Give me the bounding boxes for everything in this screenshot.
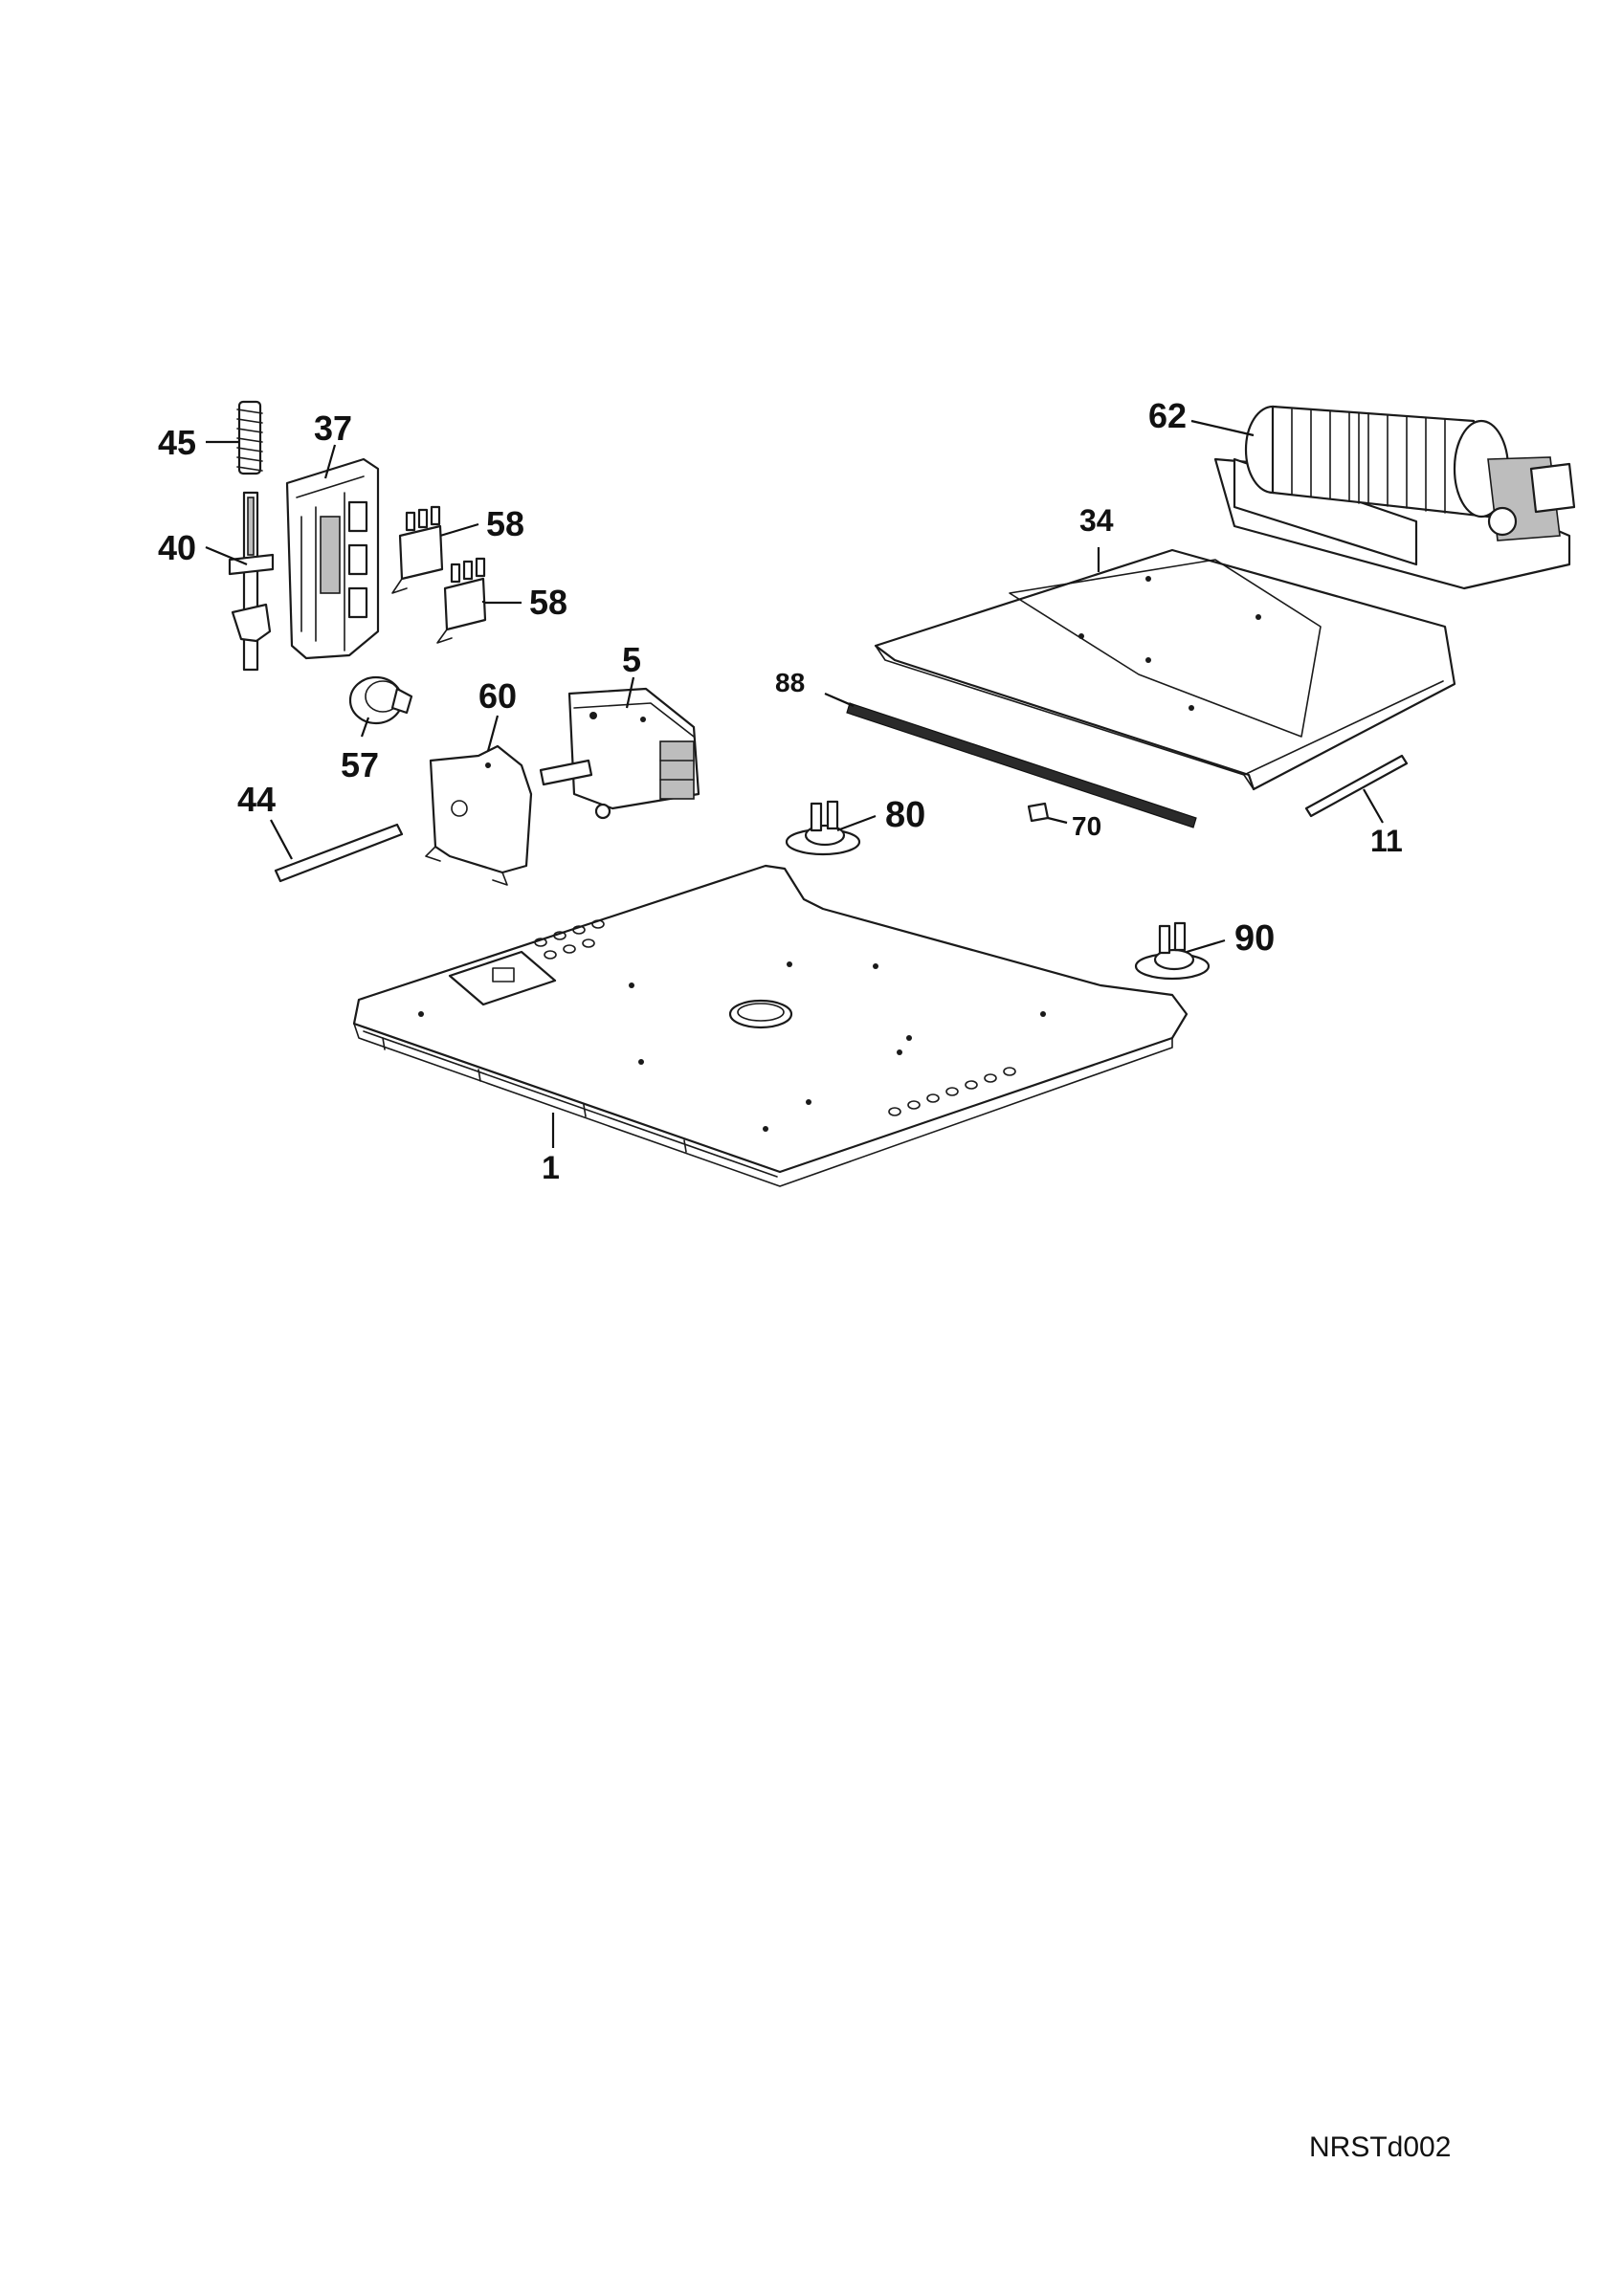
leader-5 (625, 676, 635, 709)
part-57-lamp (348, 675, 413, 725)
callout-37: 37 (314, 408, 352, 448)
callout-45: 45 (158, 423, 196, 462)
base-plate-holes-group (534, 919, 1016, 1116)
part-58a-microswitch (391, 505, 444, 594)
leader-80 (836, 814, 877, 832)
callout-58b: 58 (529, 583, 567, 622)
part-11-rod (1304, 754, 1409, 818)
callout-1: 1 (542, 1150, 560, 1186)
callout-44: 44 (237, 780, 276, 819)
leader-40 (205, 545, 248, 566)
callout-40: 40 (158, 528, 196, 567)
callout-11: 11 (1370, 824, 1403, 858)
leader-57 (360, 717, 370, 738)
leader-11 (1363, 788, 1384, 824)
callout-62: 62 (1148, 396, 1187, 435)
part-44-rod (274, 823, 404, 883)
part-90-thermostat (1134, 921, 1211, 981)
leader-60 (486, 715, 500, 752)
leader-90 (1186, 938, 1226, 954)
part-34-cover (874, 548, 1456, 791)
part-37-bracket (285, 457, 380, 660)
callout-34: 34 (1079, 503, 1114, 538)
callout-60: 60 (478, 676, 517, 716)
callout-90: 90 (1234, 918, 1275, 959)
leader-lines (205, 419, 1384, 1148)
leader-44 (270, 819, 293, 860)
part-40-slider (228, 491, 275, 672)
callout-57: 57 (341, 745, 379, 784)
part-60-plate (425, 744, 533, 886)
part-88-seal (846, 702, 1197, 828)
leader-37 (323, 444, 337, 479)
leader-62 (1190, 419, 1255, 437)
drawing-code: NRSTd002 (1309, 2131, 1451, 2163)
leader-88 (824, 692, 855, 708)
part-58b-microswitch (436, 557, 487, 644)
part-62-fan (1213, 405, 1576, 590)
part-80-thermostat (785, 800, 861, 856)
callout-58a: 58 (486, 504, 524, 543)
callout-70: 70 (1072, 811, 1101, 841)
callout-88: 88 (775, 668, 805, 697)
part-70-cap (1027, 802, 1050, 823)
callout-labels: 45 37 40 58 58 57 60 44 5 62 34 88 80 70… (158, 396, 1403, 1186)
callout-5: 5 (622, 640, 641, 679)
part-1-base-plate (352, 864, 1189, 1187)
part-5-switch-module (539, 687, 700, 820)
callout-80: 80 (885, 795, 925, 835)
part-45-spring (236, 400, 263, 475)
leader-58a (439, 522, 479, 538)
leader-70 (1047, 816, 1068, 825)
